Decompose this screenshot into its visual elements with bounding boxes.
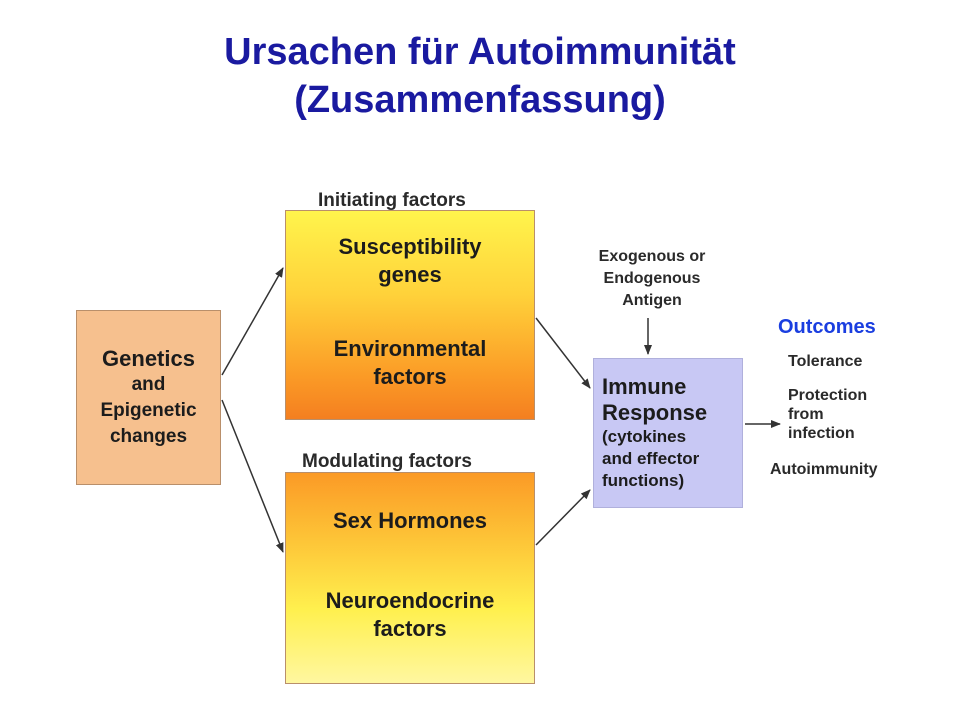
response-text: Response (602, 400, 708, 425)
arrow-genetics-to-modulating (221, 399, 284, 553)
environmental-factors-label: Environmental factors (334, 335, 487, 391)
outcome-protection: Protection from infection (788, 386, 867, 443)
cytokines-text: (cytokines (602, 427, 687, 446)
arrow-modulating-to-immune (535, 489, 591, 546)
modulating-factors-header: Modulating factors (302, 451, 472, 472)
genetics-box: Genetics and Epigenetic changes (76, 310, 221, 485)
functions-text: functions) (602, 471, 685, 490)
susceptibility-genes-label: Susceptibility genes (338, 233, 481, 289)
epigenetic-label: Epigenetic (100, 399, 197, 421)
immune-text: Immune (602, 374, 687, 399)
neuroendocrine-factors-label: Neuroendocrine factors (326, 587, 495, 643)
sex-hormones-label: Sex Hormones (332, 508, 488, 533)
neuro-factors-text: factors (373, 616, 447, 641)
from-text: from (788, 406, 824, 423)
antigen-line-2: Endogenous (603, 270, 701, 287)
and-label: and (131, 373, 166, 395)
genetics-label: Genetics (102, 345, 195, 371)
modulating-factors-box: Sex Hormones Neuroendocrine factors (285, 472, 535, 684)
changes-label: changes (109, 425, 188, 447)
antigen-line-3: Antigen (622, 292, 682, 309)
outcome-tolerance: Tolerance (788, 353, 863, 370)
factors-text: factors (373, 364, 447, 389)
genes-text: genes (378, 262, 442, 287)
outcome-autoimmunity: Autoimmunity (770, 461, 878, 478)
neuroendocrine-text: Neuroendocrine (325, 588, 495, 613)
effector-text: and effector (602, 449, 700, 468)
arrow-initiating-to-immune (535, 317, 591, 389)
environmental-text: Environmental (333, 336, 487, 361)
antigen-label: Exogenous or Endogenous Antigen (572, 246, 732, 312)
title-line-2: (Zusammenfassung) (294, 79, 666, 121)
slide-title: Ursachen für Autoimmunität (Zusammenfass… (0, 28, 960, 124)
protection-text: Protection (788, 387, 868, 404)
infection-text: infection (788, 425, 855, 442)
outcomes-title: Outcomes (778, 316, 876, 338)
antigen-line-1: Exogenous or (598, 248, 706, 265)
initiating-factors-box: Susceptibility genes Environmental facto… (285, 210, 535, 420)
immune-response-box: Immune Response (cytokines and effector … (593, 358, 743, 508)
title-line-1: Ursachen für Autoimmunität (224, 31, 736, 73)
susceptibility-text: Susceptibility (338, 234, 482, 259)
initiating-factors-header: Initiating factors (318, 190, 466, 211)
arrow-genetics-to-initiating (221, 267, 284, 376)
